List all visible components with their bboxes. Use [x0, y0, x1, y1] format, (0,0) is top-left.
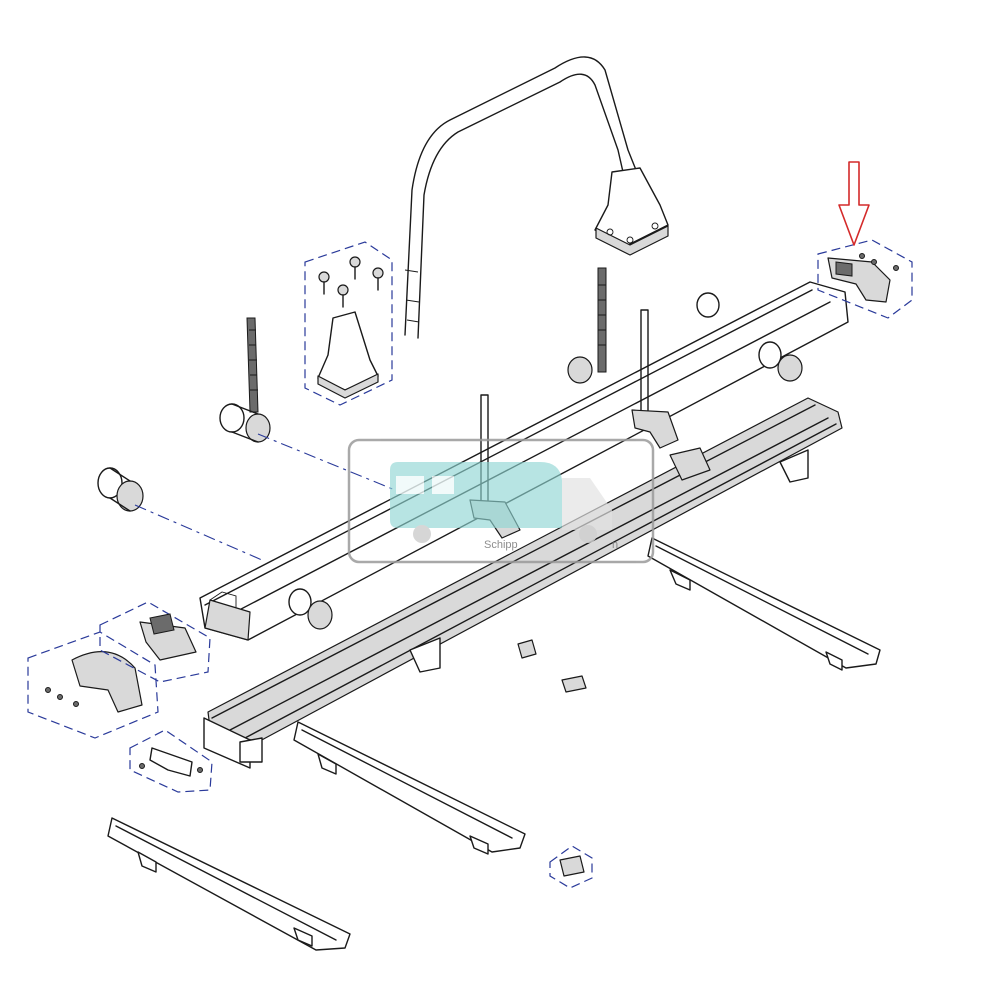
end-cap-group: [27, 631, 159, 739]
bracket-kit-group: [304, 241, 393, 406]
cross-bar-front: [107, 817, 351, 951]
handle-kit-group: [99, 601, 211, 683]
indicator-arrow: [838, 161, 870, 246]
knob-icon: [97, 292, 803, 630]
hoop-mount-foot: [594, 167, 669, 256]
leader-line: [257, 433, 396, 491]
screw-icon: [45, 687, 79, 707]
small-part-group: [549, 845, 593, 889]
screw-icon: [318, 256, 384, 308]
watermark-text-tail: n: [612, 539, 618, 551]
cross-bar-middle: [293, 721, 526, 855]
main-carrier-rail: [203, 397, 843, 769]
bracket-plate-group: [129, 729, 213, 793]
watermark-text: Schipp: [484, 539, 518, 551]
down-arrow-icon: [838, 161, 870, 246]
frame-hoop: [404, 56, 637, 339]
leader-line: [134, 504, 263, 561]
small-part-clip: [517, 639, 587, 693]
rail-foot: [239, 449, 809, 763]
strap-post-left: [246, 317, 259, 413]
clamp-mid: [631, 409, 679, 449]
cross-bar-right: [647, 537, 881, 671]
watermark-logo: Schipp n: [347, 438, 655, 564]
end-plate-group: [817, 239, 913, 319]
upper-rail: [199, 281, 849, 641]
strap-post-mid: [597, 267, 607, 373]
